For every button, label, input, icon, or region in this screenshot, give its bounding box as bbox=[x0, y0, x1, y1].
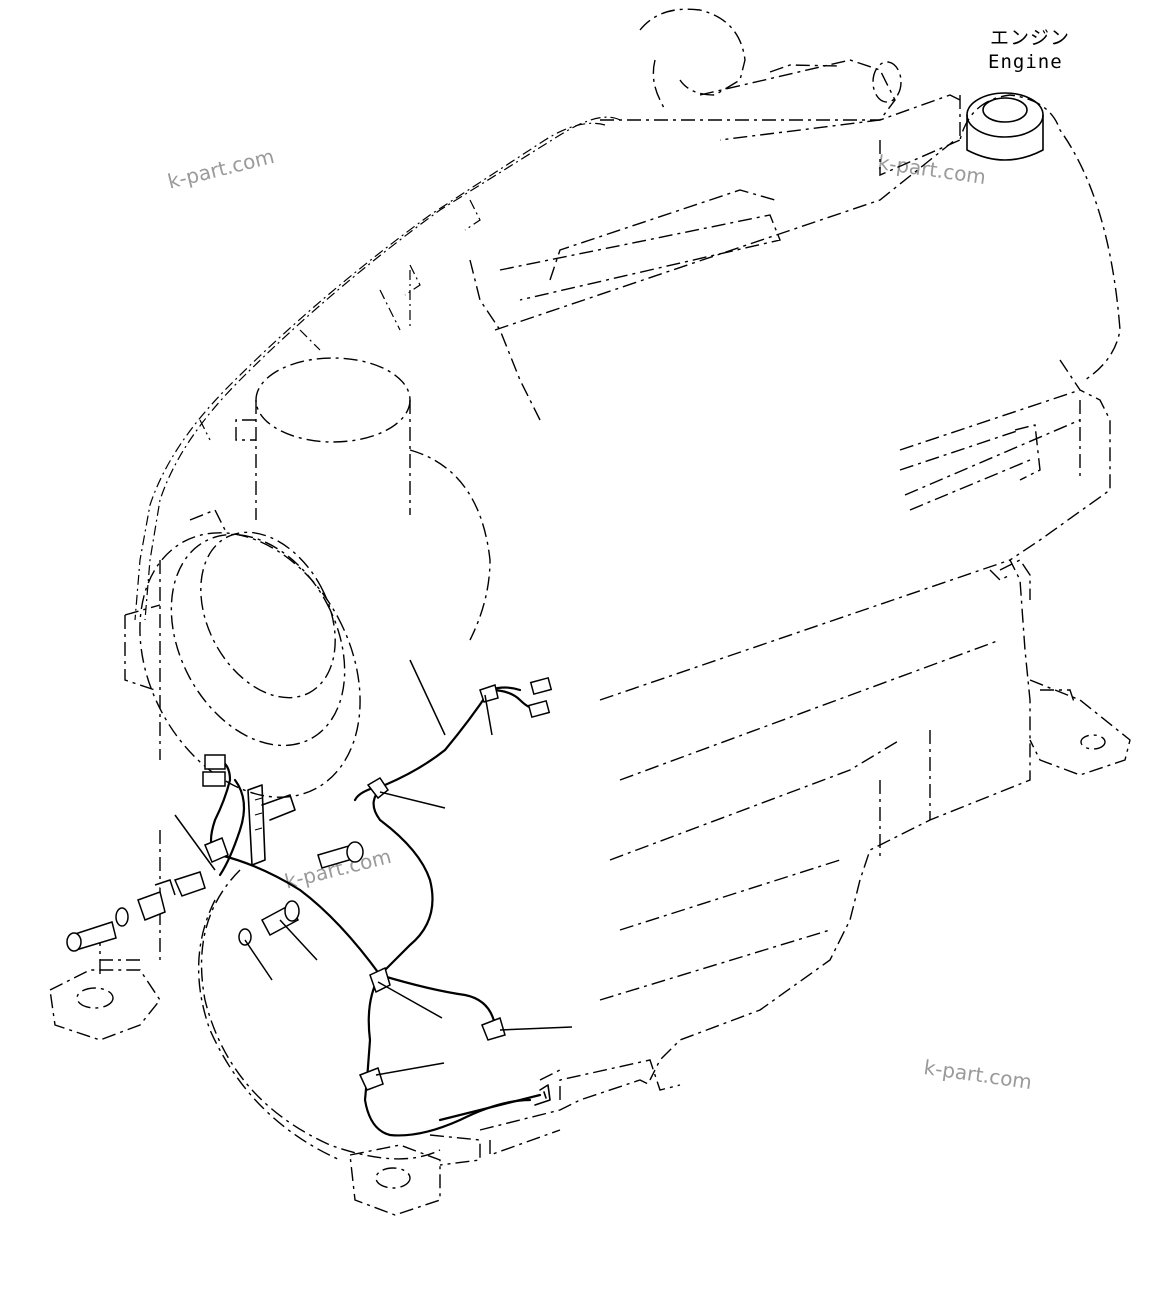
engine-outline bbox=[49, 8, 1131, 1216]
harness-parts bbox=[66, 676, 553, 1106]
engine-label-en: Engine bbox=[988, 51, 1063, 73]
leader-lines bbox=[174, 659, 573, 1076]
engine-label-jp: エンジン bbox=[990, 27, 1071, 49]
